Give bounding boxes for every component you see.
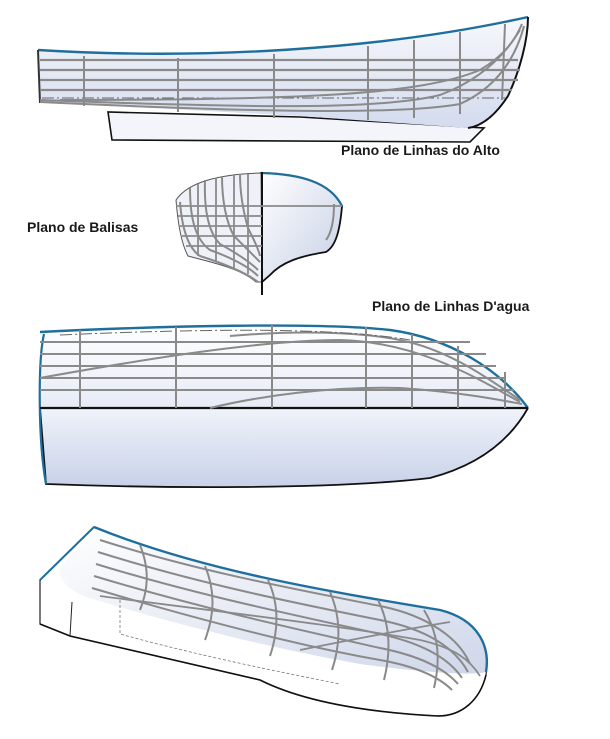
body-plan-hull-right <box>260 172 343 284</box>
body-plan-grid <box>176 174 342 274</box>
profile-transom <box>37 49 41 104</box>
profile-buttocks <box>39 23 525 112</box>
body-plan-hull-left <box>175 172 263 283</box>
isometric-hull-surface <box>59 527 487 674</box>
half-breadth-view <box>38 324 529 488</box>
profile-keel <box>107 111 486 143</box>
half-breadth-stations <box>79 324 506 408</box>
isometric-inner-sheer <box>39 526 95 581</box>
half-breadth-lower-hull <box>40 408 528 488</box>
profile-view-label: Plano de Linhas do Alto <box>341 142 500 158</box>
body-plan-label: Plano de Balisas <box>27 219 139 235</box>
isometric-diagonals <box>99 595 481 677</box>
isometric-transom-edge <box>39 580 73 637</box>
body-plan-view <box>175 171 343 295</box>
isometric-view <box>39 525 488 717</box>
profile-stem-line <box>467 16 529 129</box>
isometric-hidden-line <box>119 600 341 685</box>
profile-waterlines <box>40 58 520 92</box>
body-plan-sheer-right <box>260 171 343 207</box>
half-breadth-dwl <box>59 329 411 341</box>
half-breadth-transom <box>38 333 48 485</box>
profile-stations <box>83 23 506 120</box>
profile-sheer-line <box>37 15 529 55</box>
profile-view <box>37 15 529 143</box>
half-breadth-lower-outline <box>39 407 529 488</box>
half-breadth-curves <box>39 331 523 409</box>
isometric-keel-line <box>39 623 487 717</box>
half-breadth-label: Plano de Linhas D'agua <box>372 298 530 314</box>
isometric-sheer-line <box>93 525 488 673</box>
